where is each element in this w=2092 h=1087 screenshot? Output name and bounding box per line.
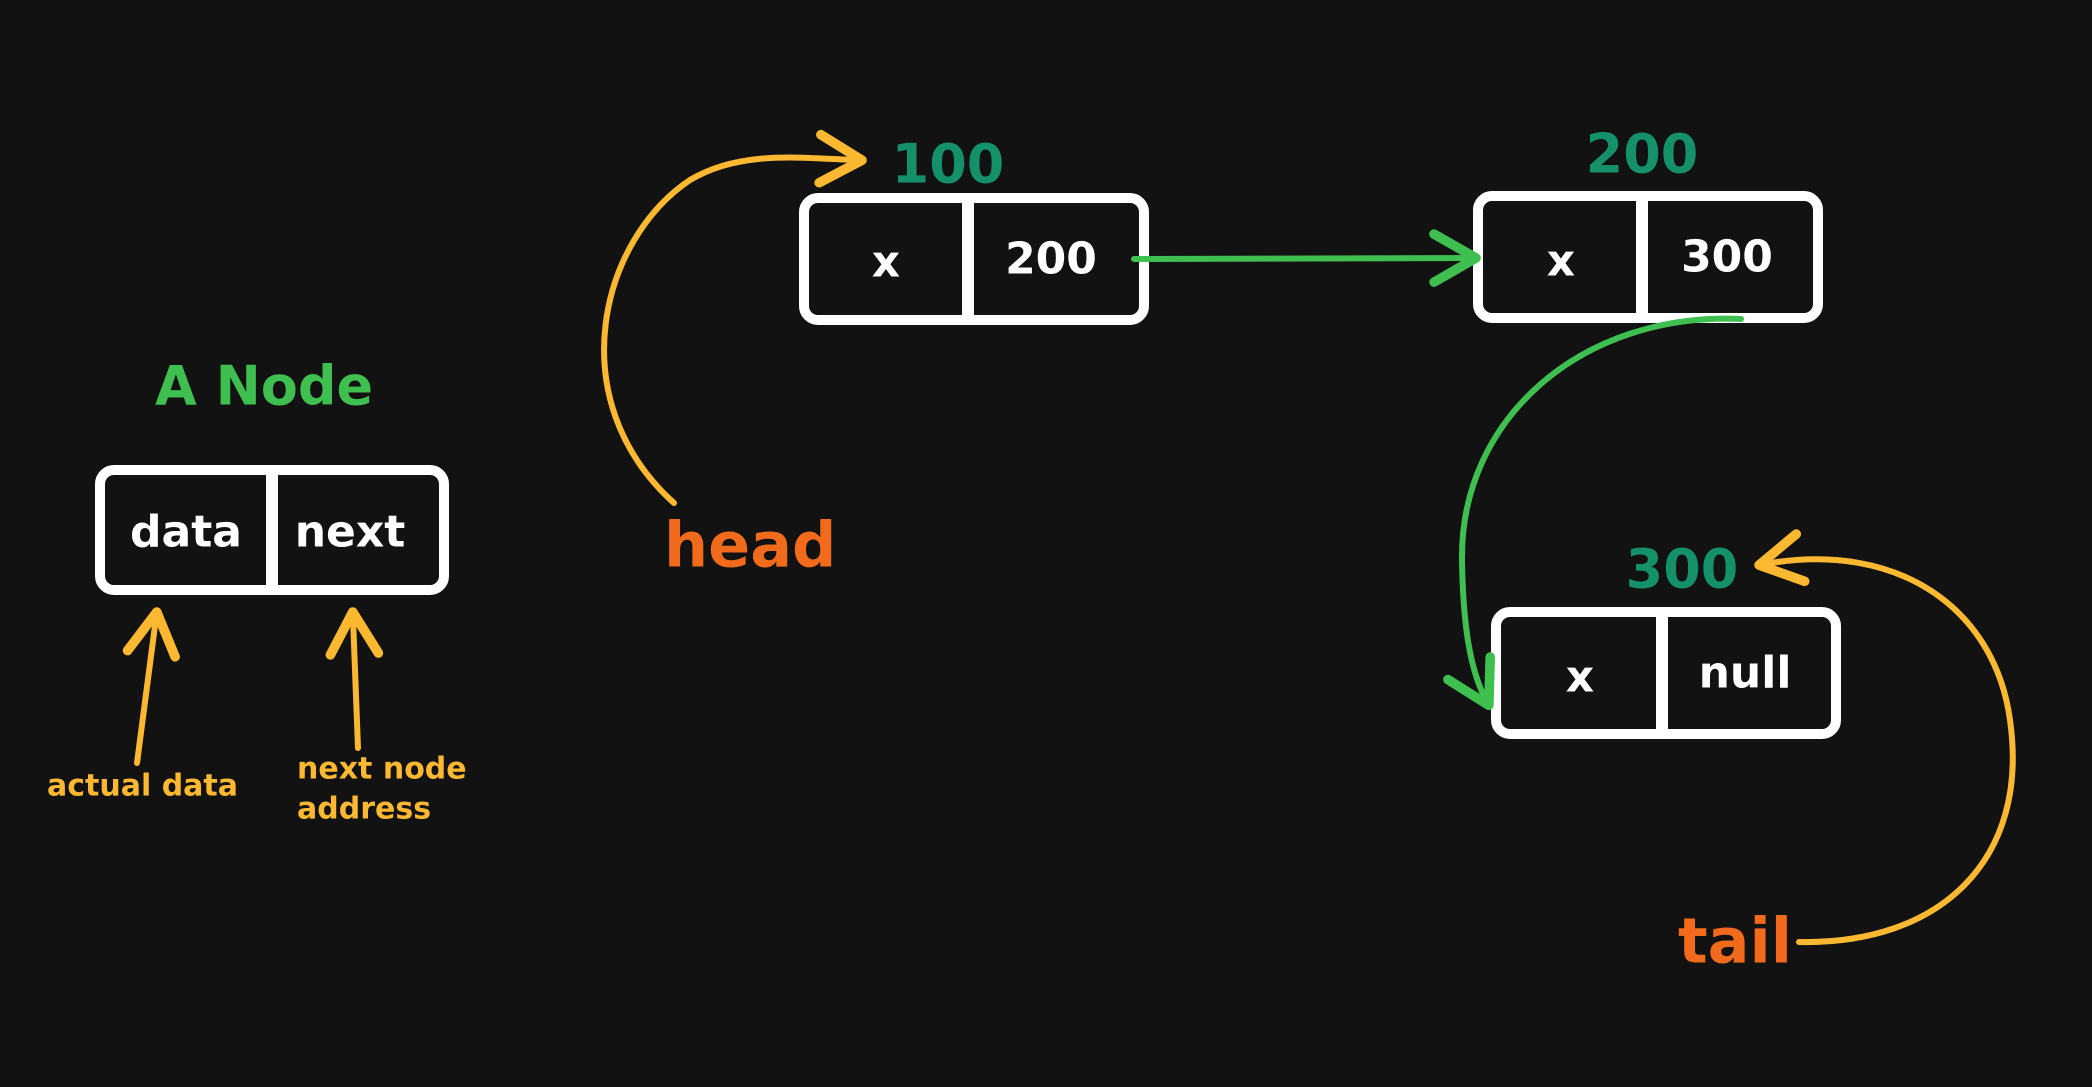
link-arrow bbox=[1131, 229, 1481, 287]
node-data-field: x bbox=[1566, 652, 1594, 703]
node-next-field: 300 bbox=[1681, 232, 1773, 283]
node-next-field: null bbox=[1699, 648, 1792, 699]
node-data-field: x bbox=[872, 237, 900, 288]
head-label: head bbox=[664, 509, 836, 582]
legend-data-field: data bbox=[130, 507, 242, 558]
node-box: x 200 bbox=[799, 193, 1149, 325]
tail-pointer-arrow bbox=[1754, 529, 2016, 946]
head-pointer-arrow bbox=[601, 129, 867, 506]
node-address: 100 bbox=[892, 133, 1005, 196]
legend-next-field: next bbox=[295, 507, 406, 558]
next-note-line2: address bbox=[297, 792, 431, 827]
node-address: 300 bbox=[1626, 538, 1739, 601]
legend-node-box: data next bbox=[95, 465, 449, 595]
next-note-arrow bbox=[325, 607, 384, 751]
node-next-field: 200 bbox=[1005, 234, 1097, 285]
node-address: 200 bbox=[1586, 123, 1699, 186]
node-data-field: x bbox=[1547, 236, 1575, 287]
legend-title: A Node bbox=[155, 355, 373, 418]
tail-label: tail bbox=[1678, 905, 1792, 978]
data-note-arrow bbox=[122, 607, 180, 766]
node-box: x 300 bbox=[1473, 191, 1823, 323]
data-note: actual data bbox=[47, 769, 238, 804]
next-note-line1: next node bbox=[297, 752, 467, 787]
link-arrow bbox=[1443, 315, 1744, 711]
node-box: x null bbox=[1491, 607, 1841, 739]
